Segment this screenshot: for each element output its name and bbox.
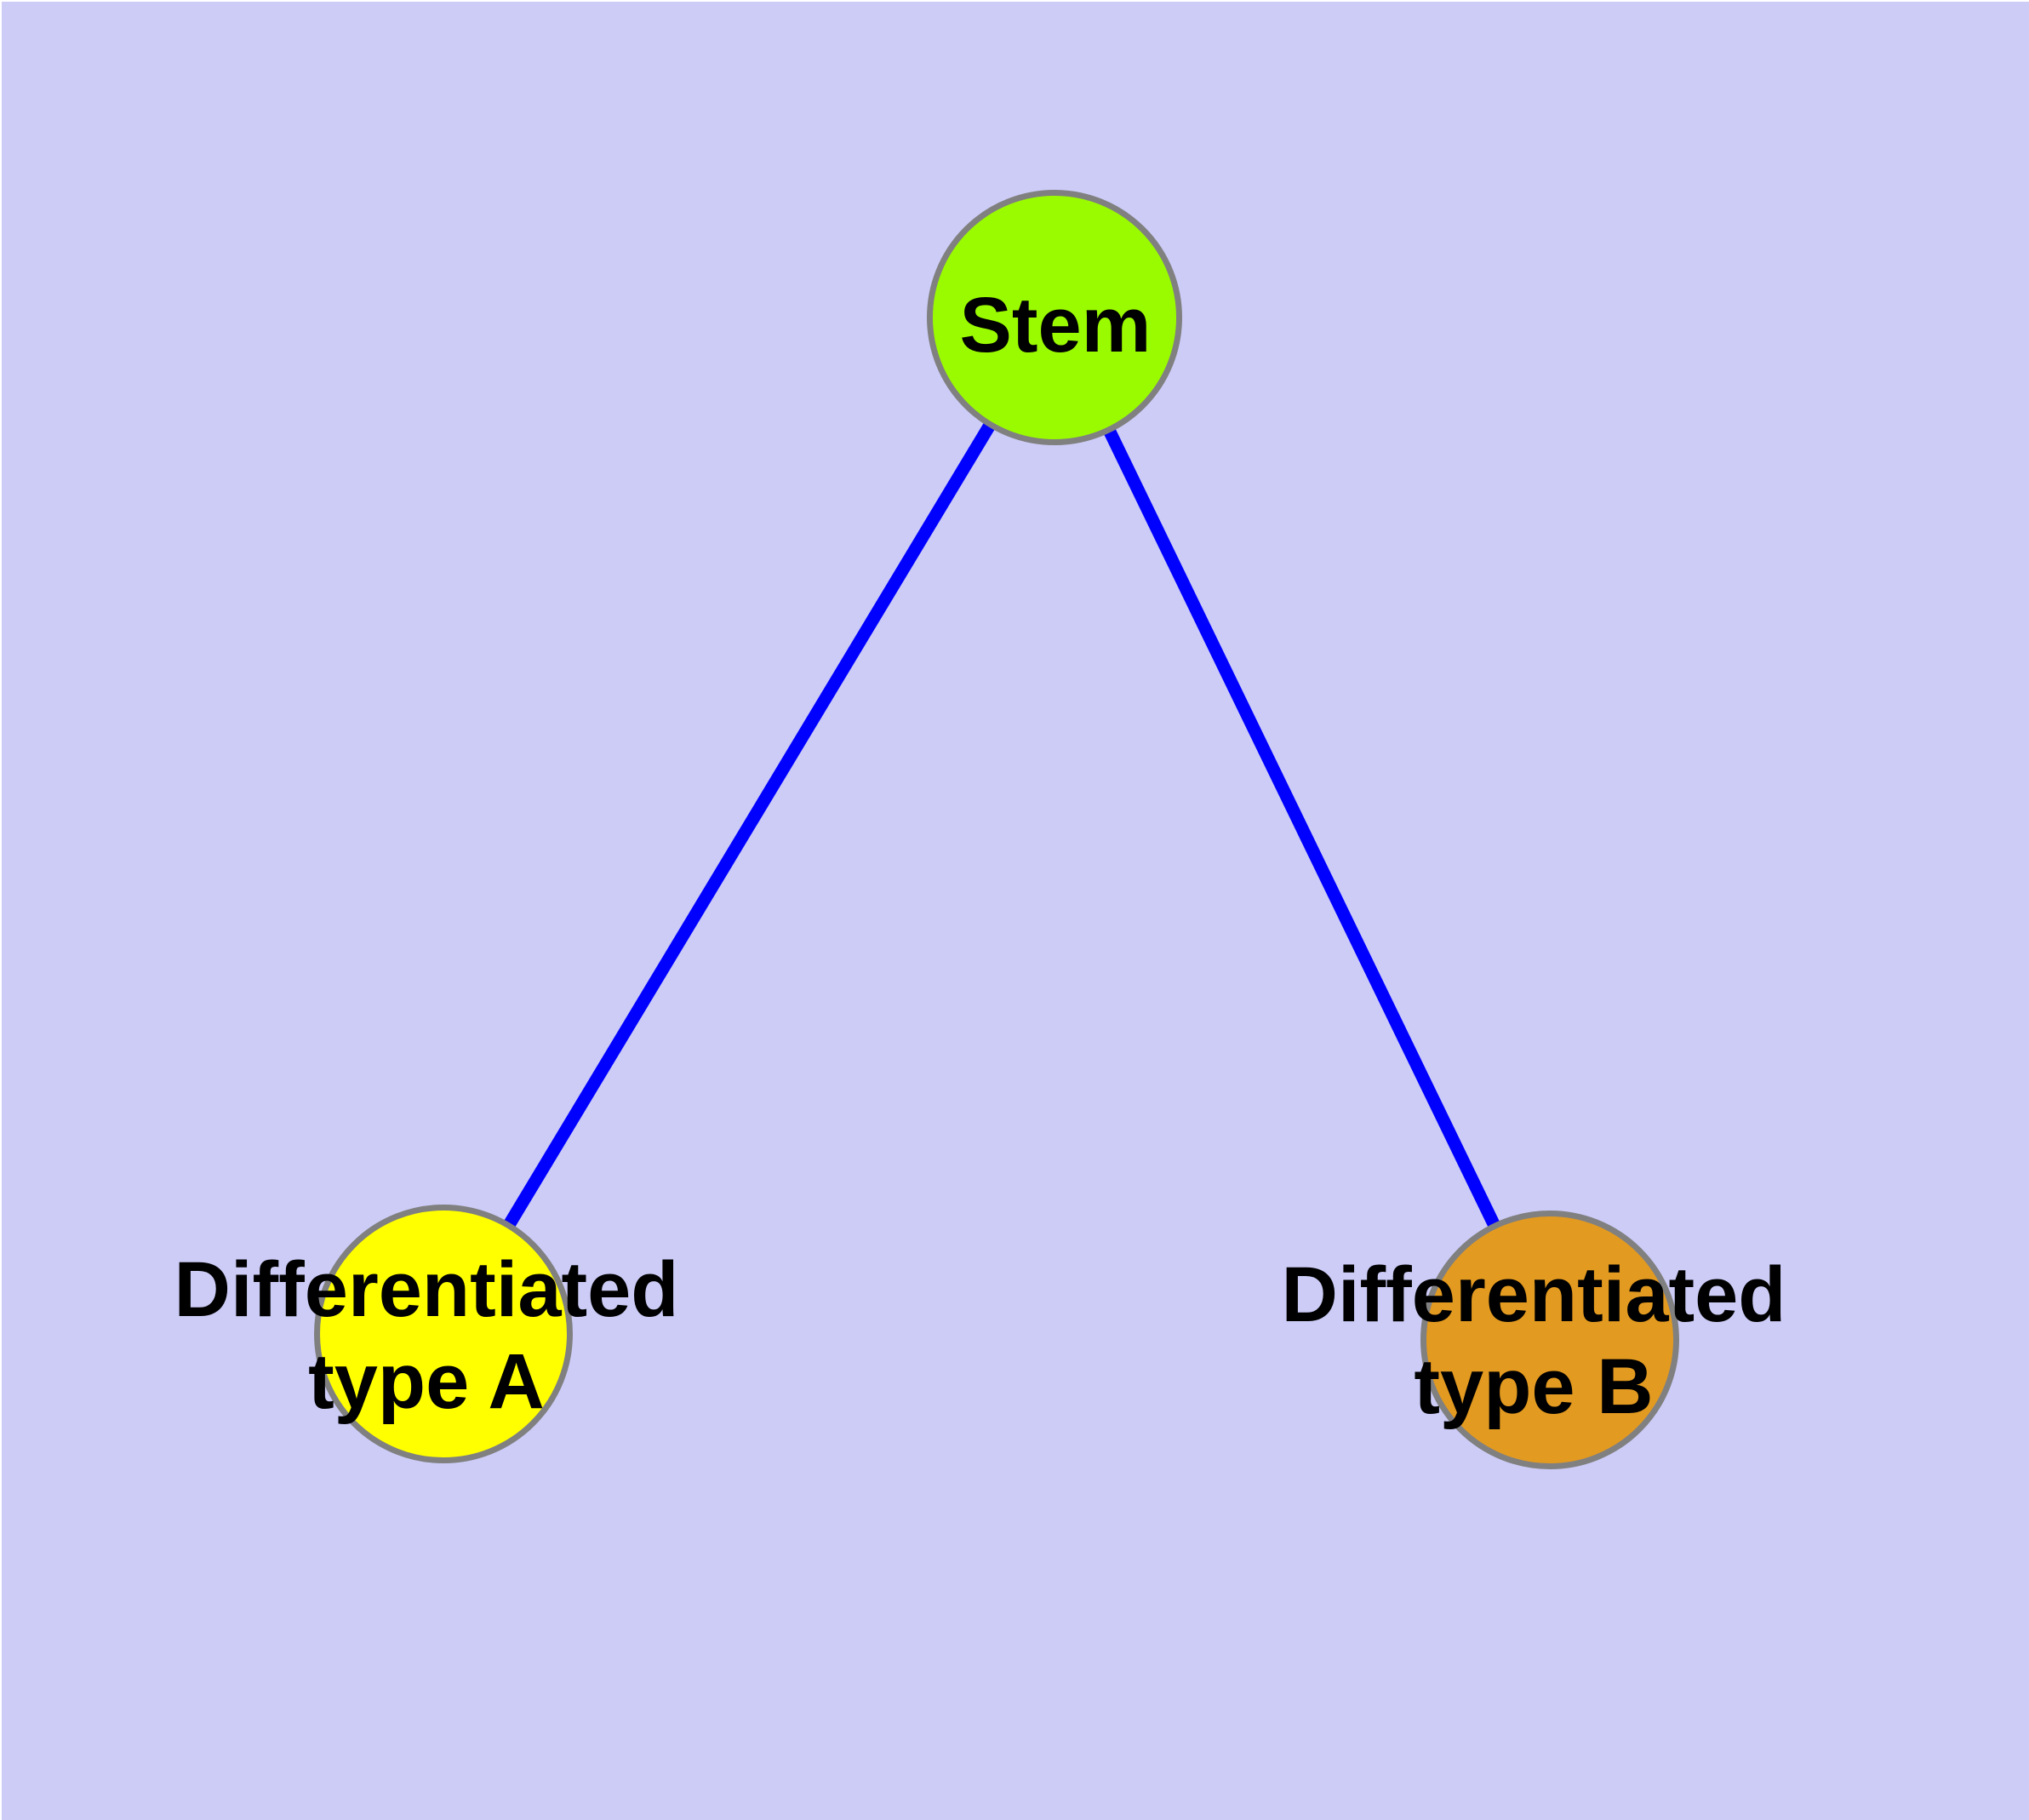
label-line: Differentiated [174, 1246, 679, 1333]
node-differentiated-type-b-label: Differentiated type B [1282, 1249, 1786, 1433]
edge-stem-to-type-a [437, 314, 1060, 1337]
label-line: type B [1414, 1343, 1654, 1430]
edge-stem-to-type-b [1049, 314, 1556, 1343]
label-line: Differentiated [1281, 1251, 1786, 1338]
label-line: type A [308, 1338, 545, 1425]
node-differentiated-type-b [1420, 1210, 1679, 1469]
node-stem-label: Stem [960, 279, 1152, 371]
label-line: Stem [959, 282, 1152, 369]
node-differentiated-type-a [314, 1205, 573, 1463]
node-differentiated-type-a-label: Differentiated type A [174, 1244, 679, 1428]
node-stem [927, 190, 1182, 445]
